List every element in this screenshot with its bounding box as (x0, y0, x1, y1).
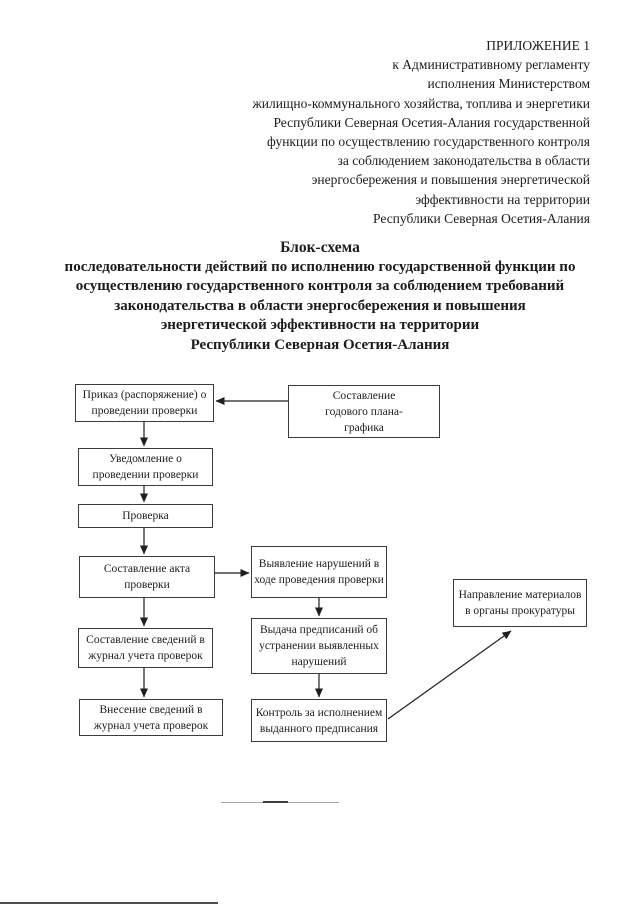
flow-box-label: Проверка (122, 510, 169, 522)
flow-box-label: Выдача предписаний об устранении выявлен… (259, 624, 379, 668)
flow-box-label: Составление сведений в журнал учета пров… (86, 634, 205, 662)
flow-box-prosecutor-referral: Направление материалов в органы прокурат… (453, 579, 587, 627)
appendix-header-line: функции по осуществлению государственног… (267, 134, 590, 150)
flow-box-notification: Уведомление о проведении проверки (78, 448, 213, 486)
flow-box-annual-plan: Составление годового плана-графика (288, 385, 440, 438)
appendix-header-line: исполнения Министерством (427, 76, 590, 92)
flow-box-label: Уведомление о проведении проверки (92, 453, 199, 481)
flow-box-prescription-control: Контроль за исполнением выданного предпи… (251, 699, 387, 742)
flow-box-label: Выявление нарушений в ходе проведения пр… (254, 558, 384, 586)
appendix-header-line: эффективности на территории (415, 191, 590, 207)
flow-box-journal-record: Составление сведений в журнал учета пров… (78, 628, 213, 668)
scan-artifact-line (0, 902, 218, 904)
flow-box-label: Приказ (распоряжение) о проведении прове… (82, 389, 207, 417)
appendix-header-line: энергосбережения и повышения энергетичес… (311, 172, 590, 188)
flowchart-title-line: последовательности действий по исполнени… (64, 258, 576, 275)
scan-artifact-line (263, 801, 288, 803)
appendix-header: ПРИЛОЖЕНИЕ 1 к Административному регламе… (160, 36, 590, 228)
flow-box-label: Составление годового плана-графика (325, 389, 403, 434)
appendix-header-line: ПРИЛОЖЕНИЕ 1 (486, 38, 590, 53)
flow-box-journal-entry: Внесение сведений в журнал учета проверо… (79, 699, 223, 736)
flow-box-inspection-act: Составление акта проверки (79, 556, 215, 598)
appendix-header-line: к Административному регламенту (392, 57, 590, 73)
flowchart-title-line: Республики Северная Осетия-Алания (190, 336, 450, 353)
flow-box-label: Контроль за исполнением выданного предпи… (255, 706, 383, 735)
flowchart-title-line: осуществлению государственного контроля … (75, 278, 565, 294)
appendix-header-line: Республики Северная Осетия-Алания госуда… (273, 114, 590, 130)
appendix-header-line: жилищно-коммунального хозяйства, топлива… (252, 95, 590, 111)
appendix-header-line: Республики Северная Осетия-Алания (373, 210, 590, 226)
flow-box-inspection: Проверка (78, 504, 213, 528)
flow-box-label: Внесение сведений в журнал учета проверо… (93, 703, 209, 732)
flow-box-prescriptions: Выдача предписаний об устранении выявлен… (251, 618, 387, 674)
flow-box-violations-found: Выявление нарушений в ходе проведения пр… (251, 546, 387, 598)
appendix-header-line: за соблюдением законодательства в област… (337, 153, 591, 169)
flowchart-title-line: Блок-схема (280, 239, 360, 256)
flowchart-title: Блок-схема последовательности действий п… (20, 238, 620, 355)
flow-box-label: Направление материалов в органы прокурат… (458, 589, 582, 617)
flowchart-title-line: законодательства в области энергосбереже… (114, 297, 526, 314)
flow-box-label: Составление акта проверки (103, 563, 191, 591)
flow-box-order: Приказ (распоряжение) о проведении прове… (75, 384, 214, 422)
flowchart-title-line: энергетической эффективности на территор… (160, 317, 480, 333)
